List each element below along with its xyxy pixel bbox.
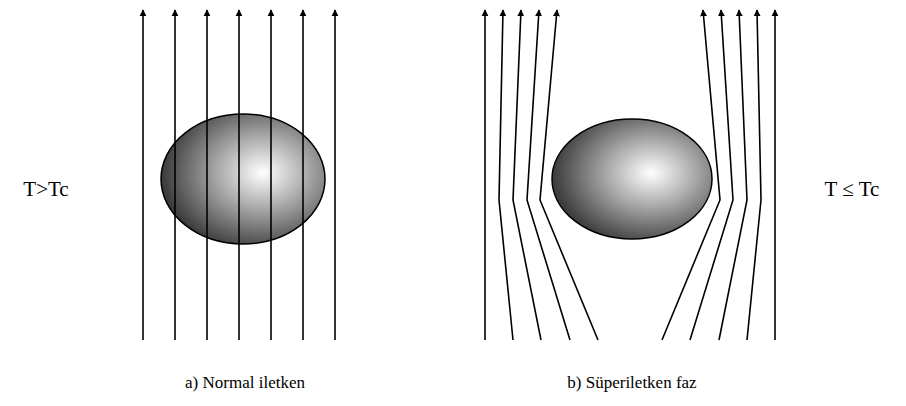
field-line <box>690 10 733 340</box>
temperature-condition: T ≤ Tc <box>825 178 880 201</box>
field-line <box>174 10 176 340</box>
field-line <box>206 10 208 340</box>
panel-caption: b) Süperiletken faz <box>567 374 696 393</box>
field-lines-normal <box>143 10 335 340</box>
field-line <box>513 10 541 340</box>
field-line <box>484 10 486 340</box>
field-line <box>719 10 747 340</box>
conductor-sphere <box>161 114 325 244</box>
field-line <box>540 10 598 340</box>
field-lines-expelled <box>485 10 775 340</box>
field-line <box>270 10 272 340</box>
temperature-condition: T>Tc <box>23 178 68 201</box>
field-line <box>302 10 304 340</box>
panel-caption: a) Normal iletken <box>185 374 305 393</box>
field-line <box>238 10 240 340</box>
field-line <box>747 10 761 340</box>
field-line <box>774 10 776 340</box>
field-line <box>334 10 336 340</box>
field-line <box>662 10 720 340</box>
field-line <box>142 10 144 340</box>
field-line <box>499 10 513 340</box>
superconductor-sphere <box>552 119 712 239</box>
field-line <box>527 10 570 340</box>
